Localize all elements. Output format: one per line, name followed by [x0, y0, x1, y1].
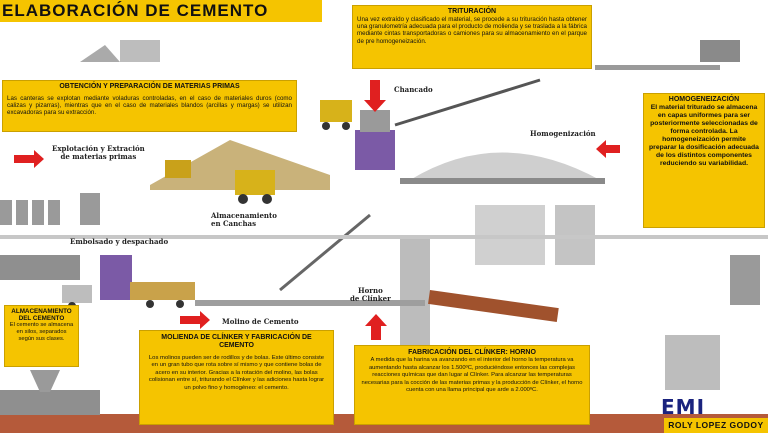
right-hopper	[730, 255, 760, 305]
fabricacion-text: A medida que la harina va avanzando en e…	[361, 357, 583, 394]
molienda-box: MOLIENDA DE CLÍNKER Y FABRICACIÓN DE CEM…	[139, 330, 334, 425]
trituracion-text: Una vez extraído y clasificado el materi…	[357, 16, 587, 45]
author-banner: ROLY LOPEZ GODOY	[664, 418, 768, 433]
label-almacenamiento-canchas: Almacenamiento en Canchas	[211, 211, 277, 228]
almacenamiento-box: ALMACENAMIENTO DEL CEMENTO El cemento se…	[4, 305, 79, 367]
label-chancado: Chancado	[394, 85, 433, 94]
homogeneizacion-heading: HOMOGENEIZACIÓN	[668, 96, 740, 103]
ground-line-bottom	[195, 300, 425, 306]
crusher	[355, 130, 395, 170]
label-explotacion: Explotación y Extración de materias prim…	[52, 144, 145, 161]
trituracion-heading: TRITURACIÓN	[447, 8, 497, 15]
dump-truck-top	[320, 100, 352, 122]
ball-mill	[0, 390, 100, 415]
trituracion-box: TRITURACIÓN Una vez extraído y clasifica…	[352, 5, 592, 69]
quarry-pile	[150, 140, 330, 190]
crusher-icon-top	[700, 40, 740, 62]
rotary-kiln	[428, 290, 559, 322]
bag-truck	[130, 282, 195, 300]
ground-line-mid	[0, 235, 768, 239]
conveyor-belt	[394, 78, 541, 127]
homogeneizacion-box: HOMOGENEIZACIÓN El material triturado se…	[643, 93, 765, 228]
bulldozer	[120, 40, 160, 62]
label-horno: Horno de Clínker	[350, 286, 391, 303]
almacenamiento-heading: ALMACENAMIENTO DEL CEMENTO	[11, 308, 72, 322]
molienda-text: Los molinos pueden ser de rodillos y de …	[148, 355, 325, 391]
packing-station	[100, 255, 132, 300]
label-homogenizacion: Homogenización	[530, 129, 596, 138]
cement-silos	[0, 200, 12, 225]
molienda-heading: MOLIENDA DE CLÍNKER Y FABRICACIÓN DE CEM…	[161, 334, 312, 349]
label-embolsado: Embolsado y despachado	[70, 237, 169, 246]
preheater-tower	[400, 235, 430, 355]
almacenamiento-text: El cemento se almacena en silos, separad…	[9, 322, 74, 342]
dump-truck-bottom	[235, 170, 275, 195]
conveyor-center	[279, 213, 371, 292]
fabricacion-heading: FABRICACIÓN DEL CLÍNKER: HORNO	[408, 349, 536, 356]
conveyor-top-right	[595, 65, 720, 70]
page-title: ELABORACIÓN DE CEMENTO	[2, 1, 269, 20]
title-bar: ELABORACIÓN DE CEMENTO	[0, 0, 322, 22]
loader	[165, 160, 191, 178]
homogenization-pile	[410, 152, 600, 180]
crusher-hopper	[360, 110, 390, 132]
emi-logo: EMI	[661, 395, 706, 419]
fabricacion-box: FABRICACIÓN DEL CLÍNKER: HORNO A medida …	[354, 345, 590, 425]
homogeneizacion-text: El material triturado se almacena en cap…	[649, 104, 759, 167]
obtencion-heading: OBTENCIÓN Y PREPARACIÓN DE MATERIAS PRIM…	[59, 83, 240, 90]
label-molino: Molino de Cemento	[222, 317, 299, 326]
packing-machines	[0, 255, 80, 280]
truck-cab	[62, 285, 92, 303]
right-silos	[665, 335, 720, 390]
obtencion-box: OBTENCIÓN Y PREPARACIÓN DE MATERIAS PRIM…	[2, 80, 297, 132]
homogenization-base	[400, 178, 605, 184]
obtencion-text: Las canteras se explotan mediante voladu…	[7, 95, 292, 117]
